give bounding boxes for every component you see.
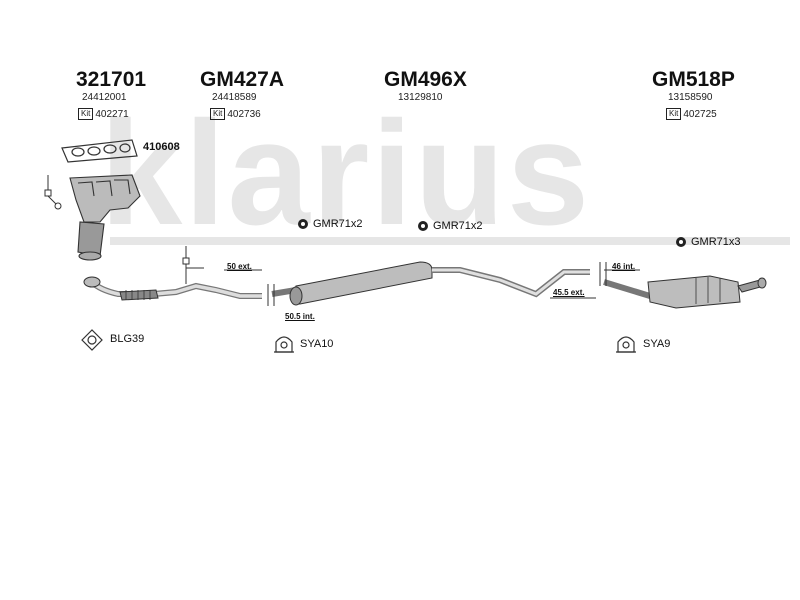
dimension-markers <box>224 262 640 306</box>
watermark-band <box>110 237 790 245</box>
dimension-label-3: 46 int. <box>612 262 636 271</box>
kit-icon: Kit <box>78 108 94 120</box>
clamp-icon <box>676 237 686 247</box>
kit-icon: Kit <box>210 108 226 120</box>
kit-402725: Kit 402725 <box>666 108 717 120</box>
clamp-label-3: GMR71x3 <box>676 236 741 248</box>
clamp-icon <box>298 219 308 229</box>
clamp-label-1: GMR71x2 <box>298 218 363 230</box>
lambda-sensor-icon <box>44 175 62 210</box>
front-pipe-icon <box>83 276 262 301</box>
fitting-label-sya10: SYA10 <box>300 338 334 350</box>
oe-number-13158590: 13158590 <box>668 92 713 103</box>
part-number-gm427a: GM427A <box>200 68 285 91</box>
part-number-gm496x: GM496X <box>384 68 467 91</box>
fitting-label-sya9: SYA9 <box>643 338 671 350</box>
center-muffler-icon <box>271 261 590 306</box>
gasket-label-410608: 410608 <box>143 141 180 153</box>
dimension-label-4: 45.5 ext. <box>553 288 585 297</box>
part-number-gm518p: GM518P <box>652 68 735 91</box>
lambda-sensor-icon <box>182 246 204 284</box>
kit-icon: Kit <box>666 108 682 120</box>
oe-number-13129810: 13129810 <box>398 92 443 103</box>
oe-number-24412001: 24412001 <box>82 92 127 103</box>
dimension-label-2: 50.5 int. <box>285 312 315 321</box>
catalytic-manifold-icon <box>69 174 141 261</box>
oe-number-24418589: 24418589 <box>212 92 257 103</box>
brand-watermark: klarius <box>100 91 592 256</box>
clamp-label-2: GMR71x2 <box>418 220 483 232</box>
gasket-blg-icon <box>81 329 103 351</box>
mount-sya9-icon <box>616 336 636 353</box>
kit-402736: Kit 402736 <box>210 108 261 120</box>
kit-number: 402271 <box>95 108 129 120</box>
part-number-321701: 321701 <box>76 68 147 91</box>
manifold-gasket-icon <box>61 139 138 163</box>
kit-402271: Kit 402271 <box>78 108 129 120</box>
clamp-icon <box>418 221 428 231</box>
kit-number: 402736 <box>227 108 261 120</box>
rear-muffler-icon <box>603 275 767 309</box>
kit-number: 402725 <box>683 108 717 120</box>
mount-sya10-icon <box>274 336 294 353</box>
dimension-label-1: 50 ext. <box>227 262 252 271</box>
fitting-label-blg39: BLG39 <box>110 333 145 345</box>
